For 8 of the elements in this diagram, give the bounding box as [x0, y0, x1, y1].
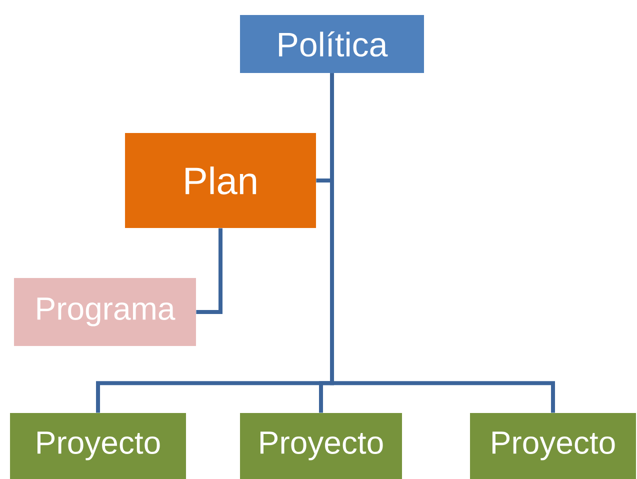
box: Proyecto: [470, 412, 636, 479]
box: Política: [240, 15, 424, 73]
box: Programa: [14, 278, 196, 346]
box: Proyecto: [10, 412, 186, 479]
connector-line: [196, 228, 222, 314]
box: Plan: [125, 133, 316, 228]
connector-line: [330, 73, 555, 413]
box: Proyecto: [240, 412, 402, 479]
